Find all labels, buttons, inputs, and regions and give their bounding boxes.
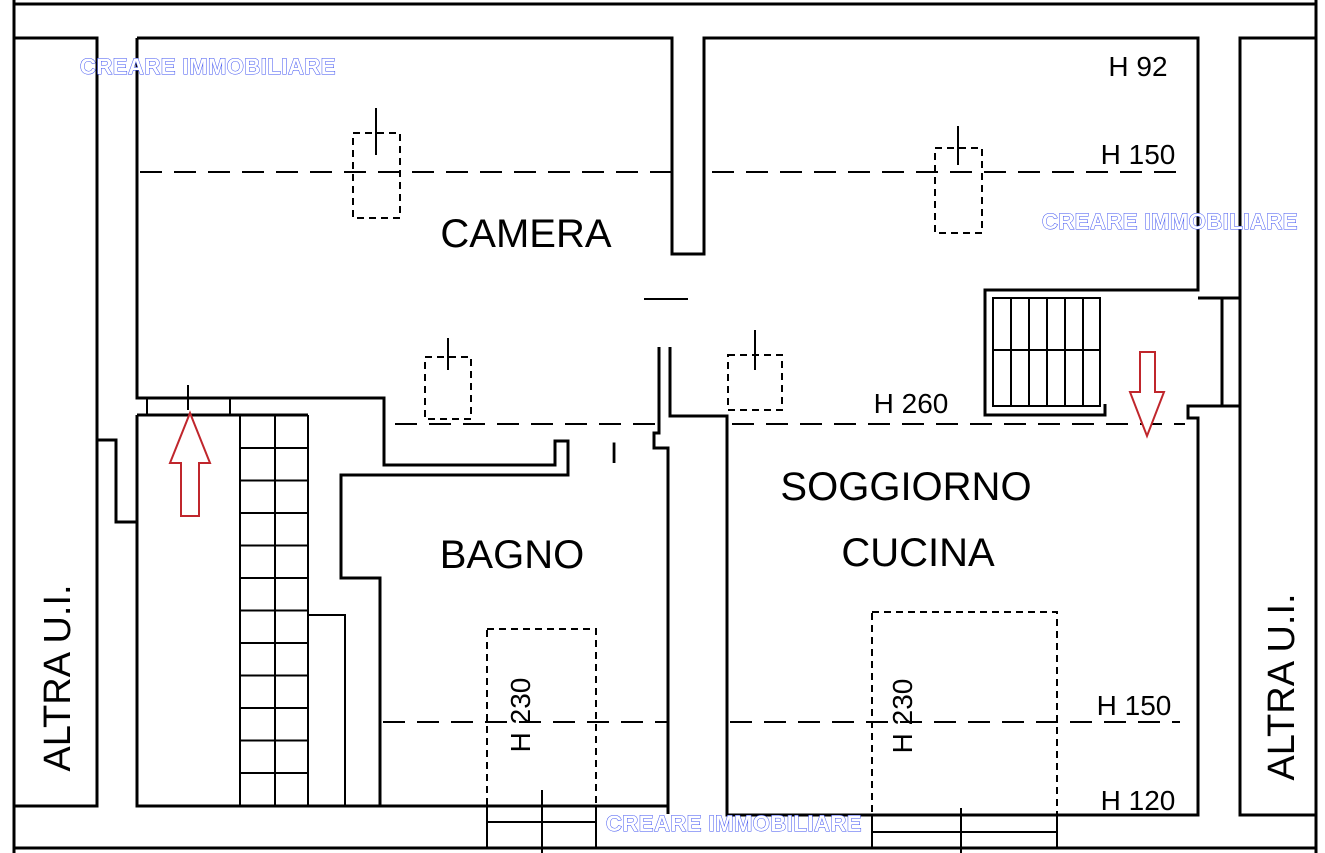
- height-label-h150-top: H 150: [1101, 139, 1176, 170]
- height-label-h260: H 260: [874, 388, 949, 419]
- watermark-mid-right: CREARE IMMOBILIARE: [1042, 209, 1298, 234]
- bagno-tick-mark: I: [610, 437, 618, 470]
- watermark-top-left: CREARE IMMOBILIARE: [80, 54, 336, 79]
- roof-windows: [352, 108, 983, 420]
- left-neighbour-strip: [14, 36, 99, 808]
- central-partition: [652, 296, 1240, 817]
- height-lines: [140, 171, 1185, 723]
- stair-treads-left: [240, 447, 308, 807]
- outer-frame: [12, 0, 1318, 853]
- room-label-camera: CAMERA: [440, 212, 611, 256]
- height-label-h150-bottom: H 150: [1097, 690, 1172, 721]
- height-label-h230-soggiorno: H 230: [887, 679, 918, 754]
- room-label-soggiorno: SOGGIORNO: [780, 465, 1031, 509]
- up-arrow-icon: [168, 410, 212, 517]
- left-stair: [97, 397, 380, 808]
- camera-walls: [135, 36, 1200, 806]
- down-arrow-icon: [1128, 351, 1166, 439]
- watermark-bottom: CREARE IMMOBILIARE: [606, 811, 862, 836]
- room-label-bagno: BAGNO: [440, 533, 584, 577]
- height-label-h120: H 120: [1101, 785, 1176, 816]
- right-neighbour-strip: [1238, 36, 1316, 817]
- height-label-h92: H 92: [1108, 51, 1167, 82]
- neighbour-label-left: ALTRA U.I.: [37, 584, 79, 771]
- room-label-cucina: CUCINA: [841, 531, 995, 575]
- wells: [486, 611, 1058, 816]
- stair-treads-right: [1010, 298, 1084, 406]
- neighbour-label-right: ALTRA U.I.: [1261, 593, 1303, 780]
- bottom-openings: [187, 385, 1058, 853]
- height-label-h230-bagno: H 230: [505, 678, 536, 753]
